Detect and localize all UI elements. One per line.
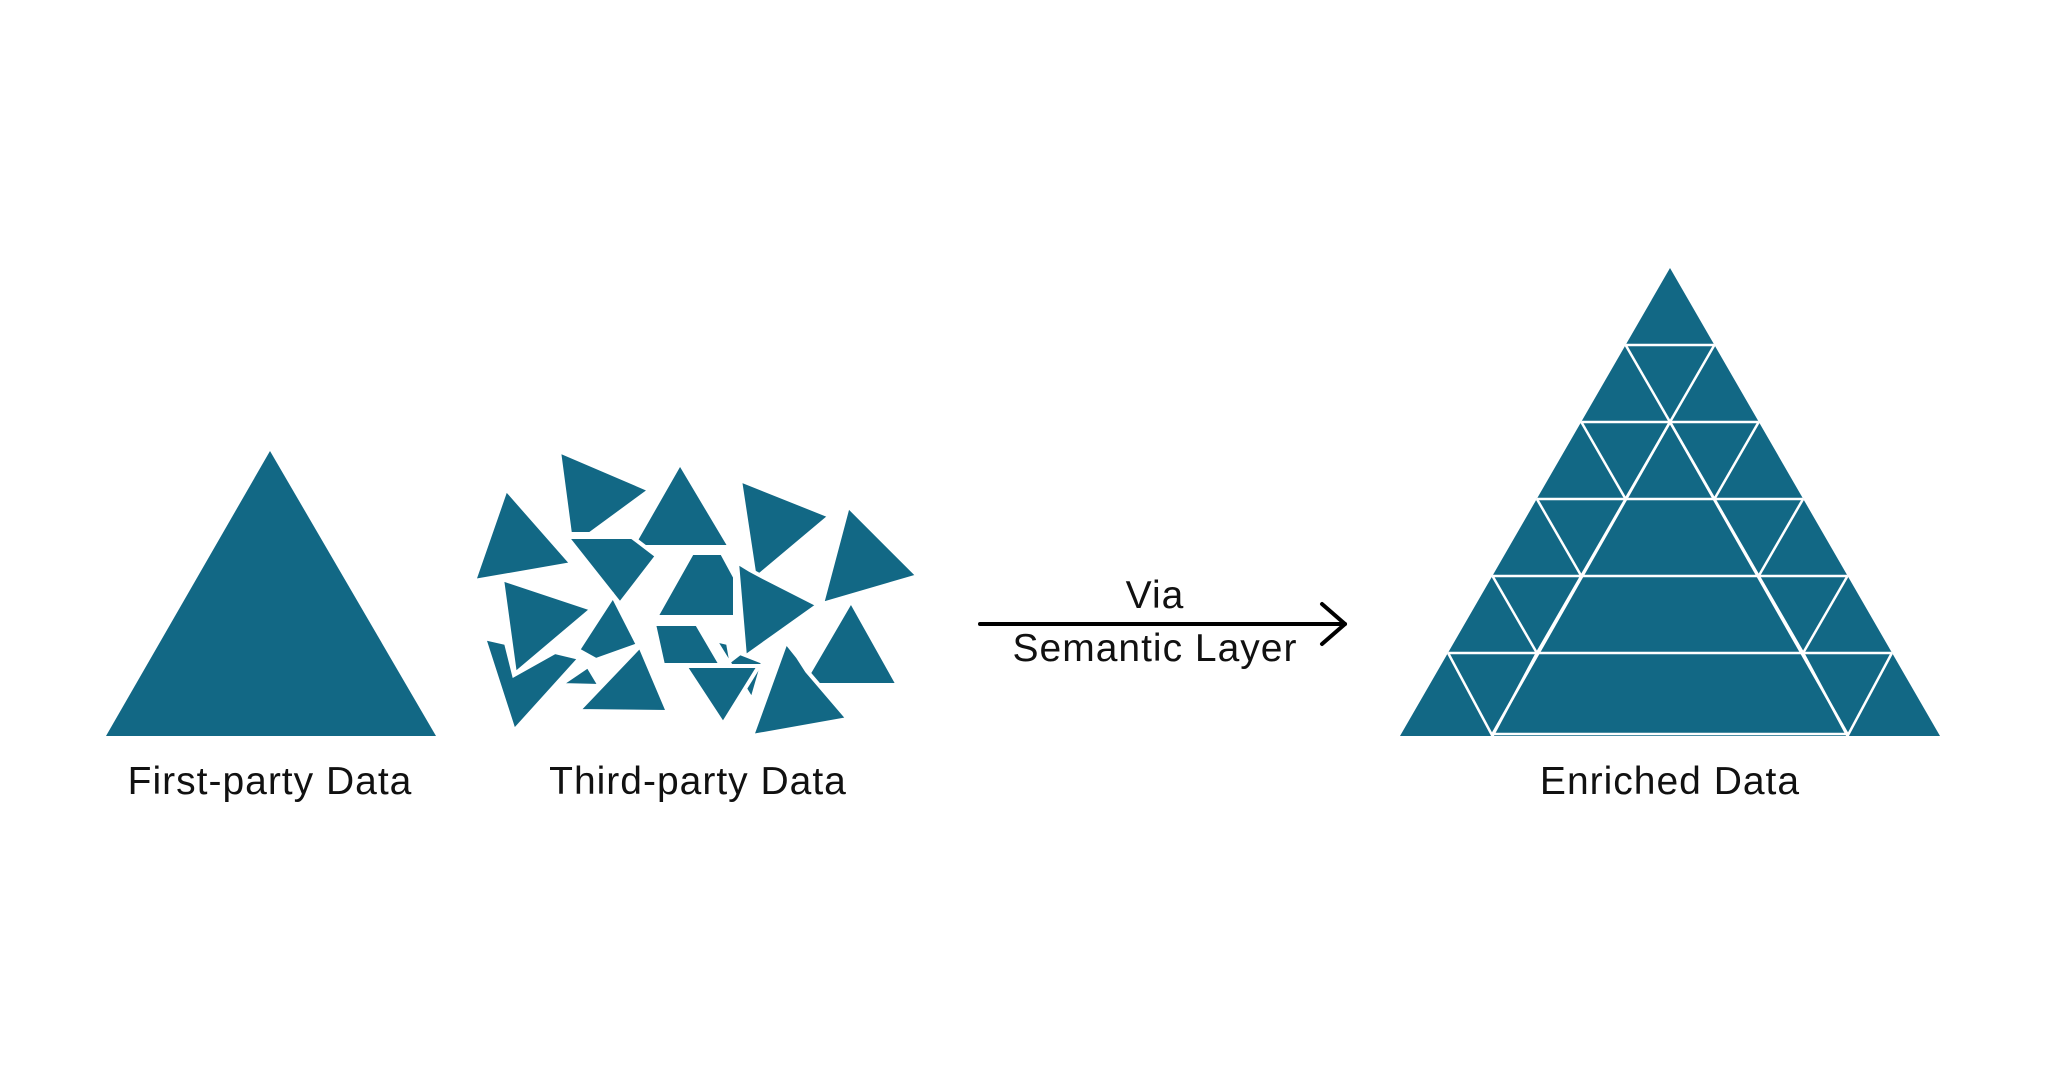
fragment-1 (556, 447, 655, 536)
enriched-data-label: Enriched Data (1539, 760, 1801, 803)
fragment-11 (651, 622, 725, 667)
fragment-6 (562, 535, 660, 608)
fragment-18 (748, 637, 852, 739)
fragment-3 (628, 459, 734, 549)
fragment-14 (553, 663, 604, 689)
fragment-10 (575, 592, 641, 663)
fragment-4 (737, 476, 834, 583)
fragment-9 (499, 576, 597, 678)
fragment-15 (573, 642, 672, 715)
third-party-data-label: Third-party Data (549, 760, 847, 803)
fragment-12 (798, 596, 902, 687)
via-label: Via (1125, 574, 1185, 617)
enriched-outer-triangle (1400, 268, 1940, 736)
first-party-data-label: First-party Data (127, 760, 413, 803)
fragment-13 (481, 635, 584, 735)
third-party-data-fragments (470, 447, 922, 739)
fragment-5 (819, 502, 922, 607)
semantic-layer-arrow (978, 602, 1347, 646)
fragment-17 (681, 664, 763, 728)
enriched-subdivision-lines (1446, 343, 1894, 737)
enriched-data-triangle (1400, 268, 1940, 737)
fragment-2 (470, 485, 576, 584)
fragment-8 (734, 558, 822, 661)
first-party-data-triangle (106, 451, 436, 736)
arrow-head (1320, 602, 1347, 646)
fragment-7 (652, 551, 737, 619)
semantic-layer-label: Semantic Layer (1012, 627, 1298, 670)
